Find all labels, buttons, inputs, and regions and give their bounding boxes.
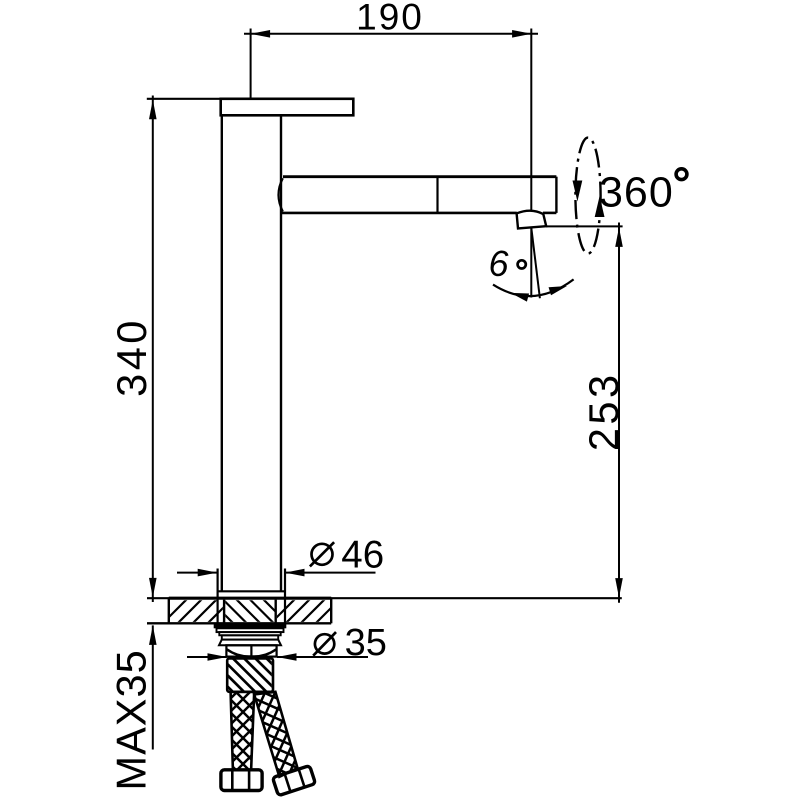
svg-text:46: 46 bbox=[341, 534, 384, 577]
svg-text:253: 253 bbox=[580, 371, 627, 451]
svg-text:360: 360 bbox=[599, 168, 674, 216]
svg-text:MAX35: MAX35 bbox=[108, 649, 155, 790]
svg-text:35: 35 bbox=[345, 622, 387, 664]
svg-text:340: 340 bbox=[108, 317, 155, 397]
svg-text:6: 6 bbox=[488, 243, 509, 284]
svg-text:190: 190 bbox=[356, 0, 424, 38]
